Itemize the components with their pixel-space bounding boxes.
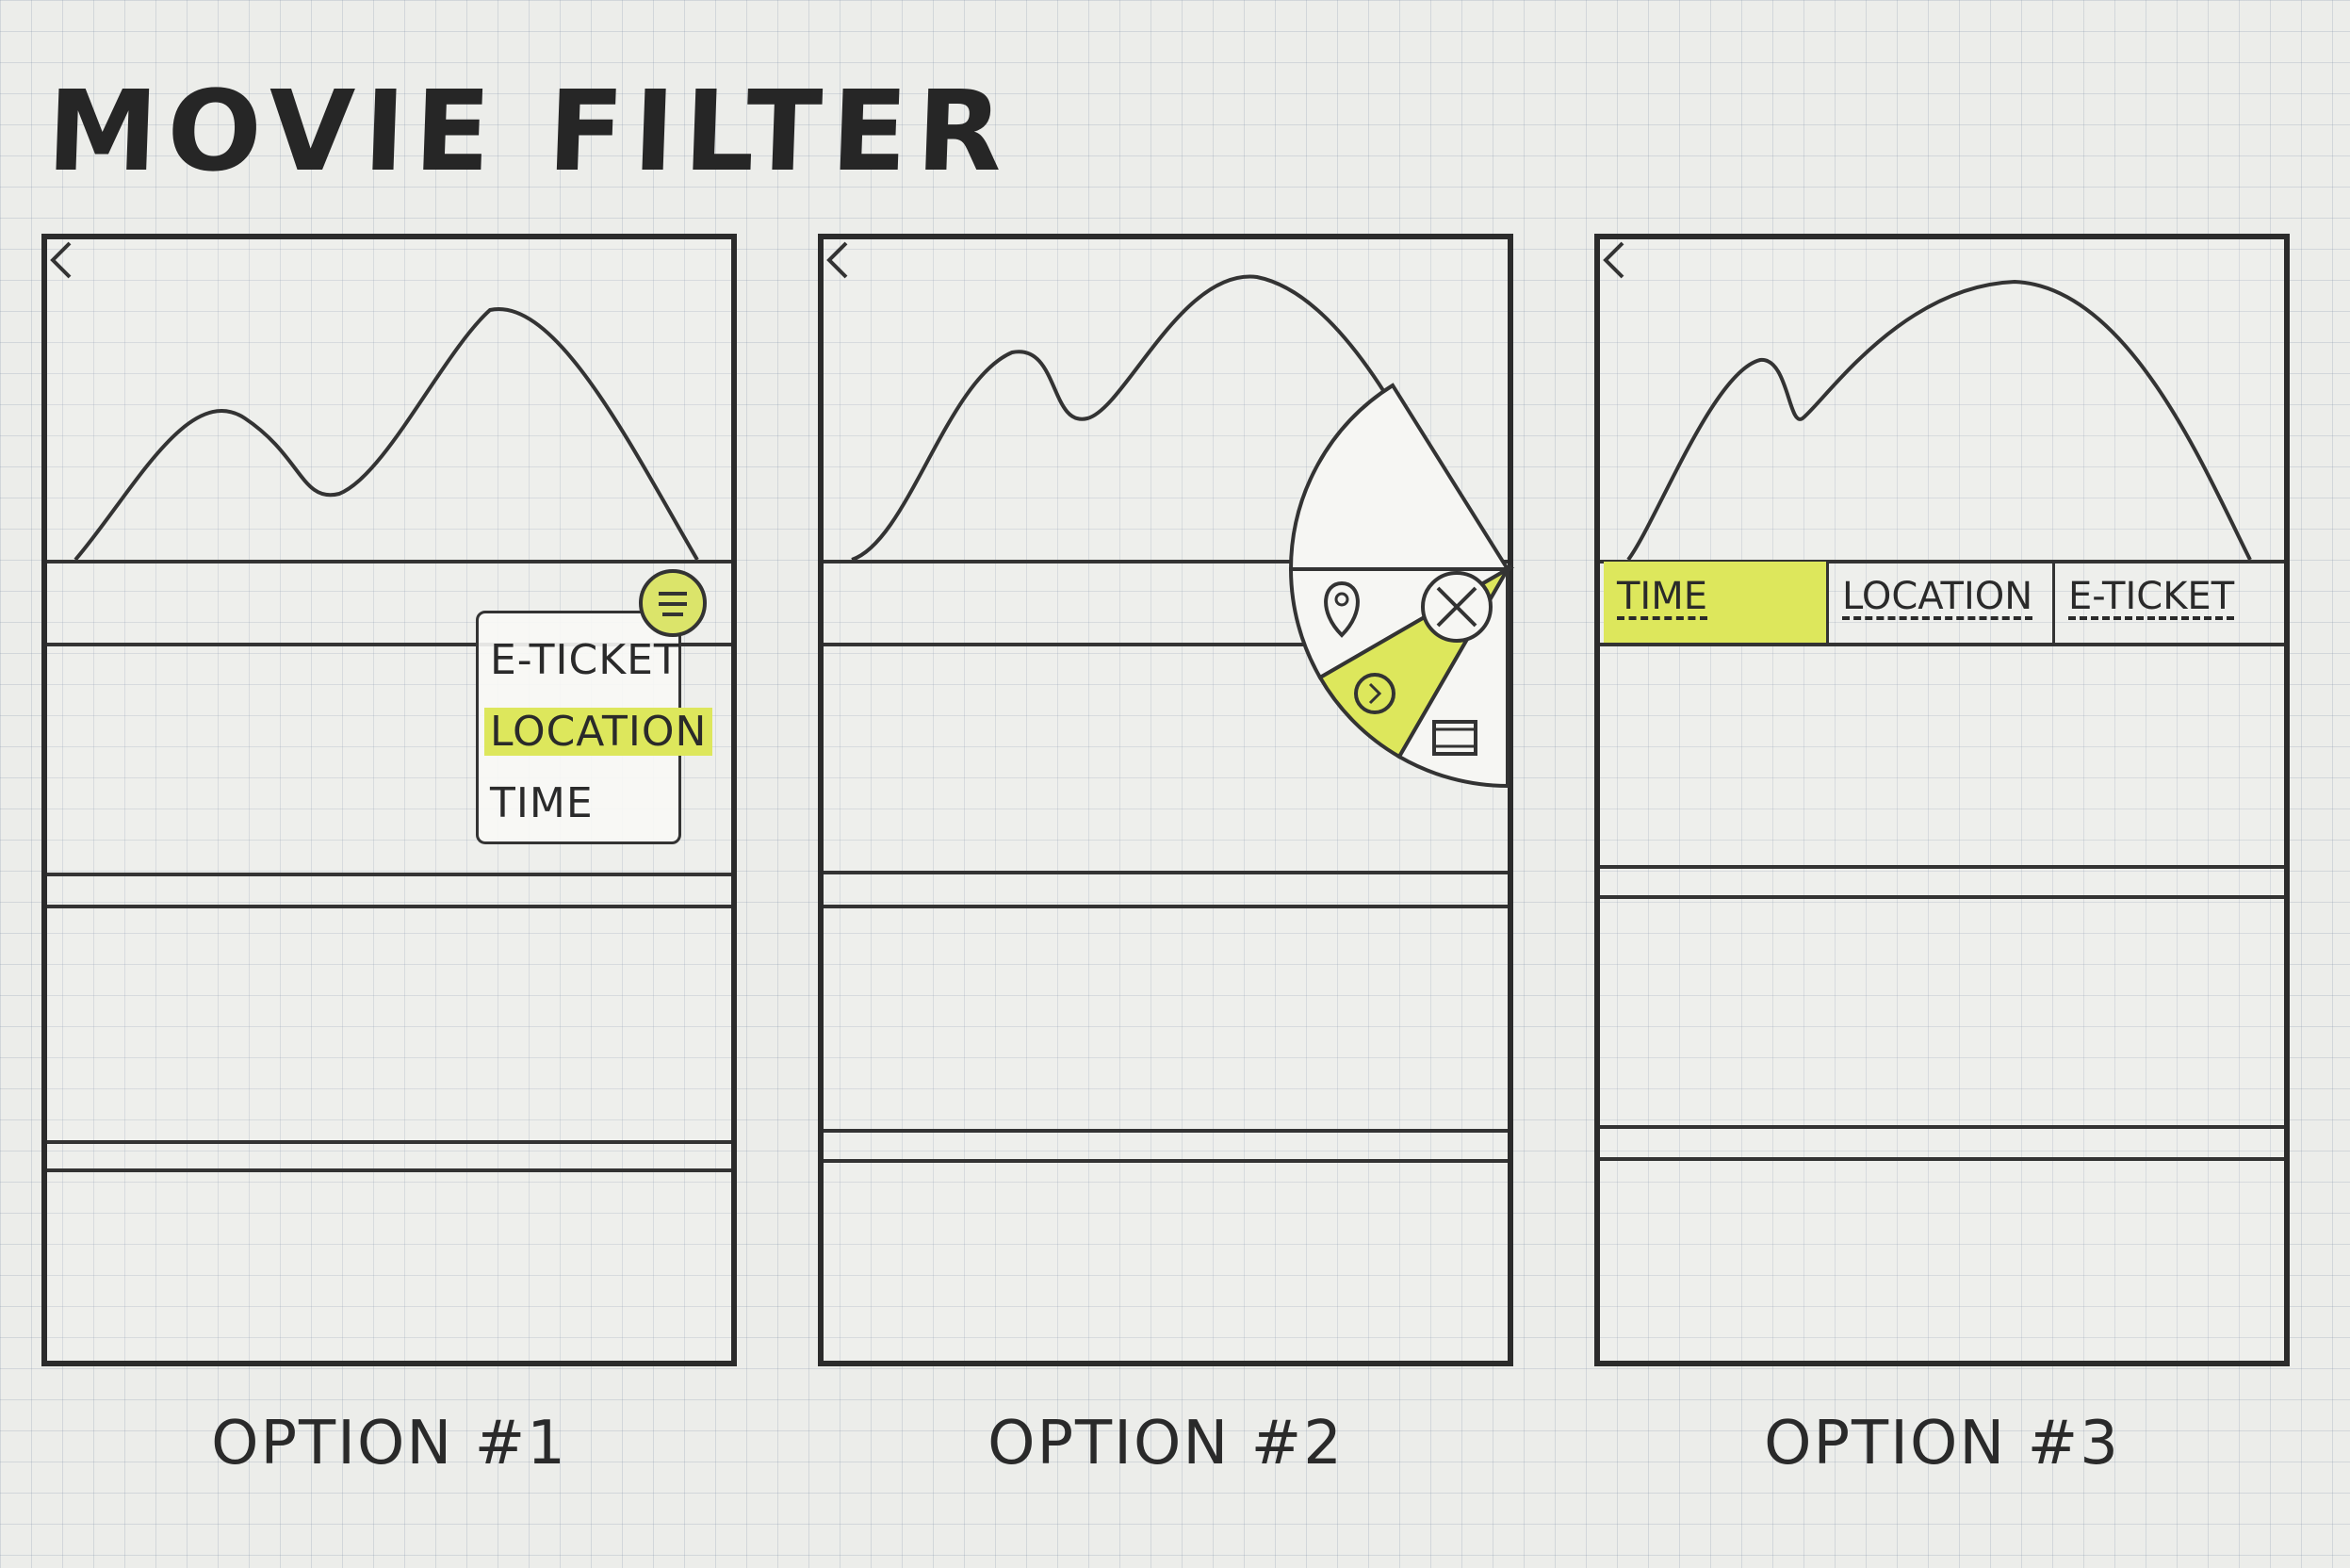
tab-location[interactable]: LOCATION	[1826, 562, 2052, 643]
option-label-1: OPTION #1	[211, 1409, 567, 1478]
phone-option-2	[818, 234, 1515, 1366]
divider	[824, 1129, 1508, 1133]
option-label-3: OPTION #3	[1764, 1409, 2120, 1478]
divider	[1600, 865, 2284, 869]
tab-e-ticket-label: E-TICKET	[2068, 575, 2235, 618]
clock-icon[interactable]	[1354, 673, 1395, 714]
tab-location-label: LOCATION	[1842, 575, 2033, 618]
phone-option-3: TIME LOCATION E-TICKET	[1594, 234, 2290, 1366]
divider	[1600, 1125, 2284, 1129]
phone-option-1: E-TICKET LOCATION TIME	[41, 234, 737, 1366]
option-label-2: OPTION #2	[987, 1409, 1344, 1478]
menu-icon[interactable]	[639, 569, 707, 637]
location-pin-icon[interactable]	[1324, 580, 1360, 638]
filter-dropdown-menu: E-TICKET LOCATION TIME	[476, 611, 713, 844]
divider	[47, 560, 731, 564]
page-title: MOVIE FILTER	[44, 66, 1015, 196]
divider	[824, 871, 1508, 874]
image-placeholder-mountain	[851, 274, 1476, 562]
divider	[1600, 560, 2284, 564]
menu-item-e-ticket[interactable]: E-TICKET	[490, 636, 680, 684]
divider	[47, 1140, 731, 1144]
divider	[824, 1159, 1508, 1163]
menu-item-time[interactable]: TIME	[490, 779, 594, 827]
divider	[1600, 643, 2284, 646]
divider	[47, 1168, 731, 1172]
ticket-icon[interactable]	[1432, 720, 1477, 756]
back-icon[interactable]	[1600, 239, 1628, 281]
image-placeholder-mountain	[1626, 279, 2252, 562]
divider	[47, 643, 731, 646]
back-icon[interactable]	[47, 239, 75, 281]
close-icon[interactable]	[1421, 571, 1493, 643]
divider	[47, 905, 731, 908]
tab-time-label: TIME	[1617, 575, 1708, 618]
menu-item-location[interactable]: LOCATION	[484, 708, 713, 756]
tab-time[interactable]: TIME	[1604, 562, 1826, 643]
divider	[824, 905, 1508, 908]
image-placeholder-mountain	[73, 307, 699, 562]
radial-filter-menu	[1288, 383, 1515, 789]
divider	[1600, 1157, 2284, 1161]
divider	[47, 873, 731, 876]
tab-e-ticket[interactable]: E-TICKET	[2052, 562, 2284, 643]
divider	[824, 560, 1508, 564]
back-icon[interactable]	[824, 239, 852, 281]
divider	[1600, 895, 2284, 899]
divider	[824, 643, 1508, 646]
